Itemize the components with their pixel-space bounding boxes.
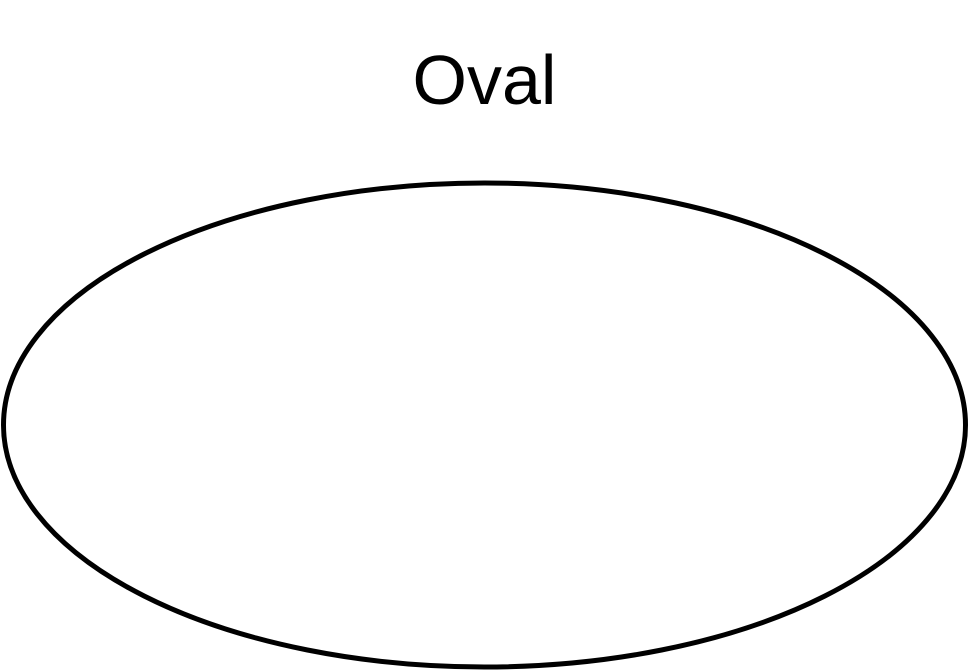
oval-shape (1, 180, 968, 670)
diagram-title: Oval (412, 41, 557, 119)
